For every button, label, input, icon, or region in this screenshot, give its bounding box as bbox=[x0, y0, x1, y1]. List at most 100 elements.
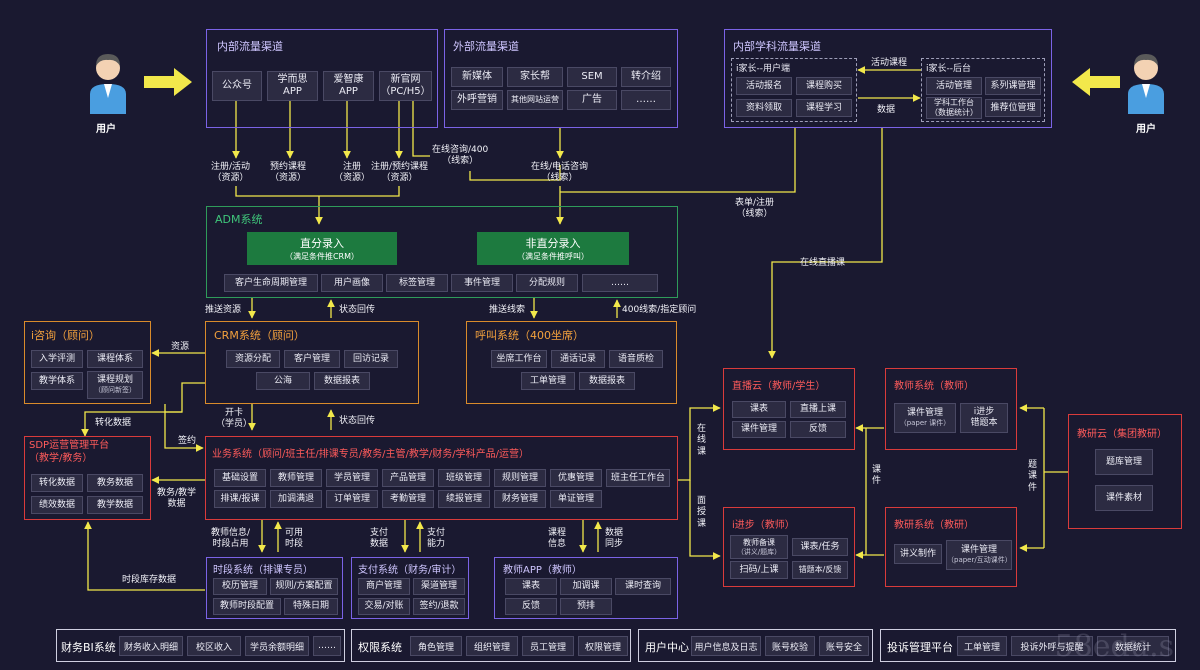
arrow-sign bbox=[164, 404, 204, 452]
arrow-resources-to-adm bbox=[235, 186, 400, 224]
crm-title: CRM系统（顾问） bbox=[214, 329, 305, 342]
sdp-teaching-data: 教学数据 bbox=[87, 496, 143, 514]
research-courseware-sub: （paper/互动课件） bbox=[947, 556, 1012, 565]
ijiazhang-admin-panel: i家长--后台 活动管理 系列课管理 学科工作台 （数据统计） 推荐位管理 bbox=[921, 58, 1045, 122]
permission-title: 权限系统 bbox=[358, 641, 402, 654]
research-cloud-panel: 教研云（集团教研） 题库管理 课件素材 bbox=[1068, 414, 1182, 529]
subject-channels-panel: 内部学科流量渠道 i家长--用户端 活动报名 课程购买 资料领取 课程学习 活动… bbox=[724, 29, 1052, 128]
izixun-teaching-system: 教学体系 bbox=[31, 372, 83, 390]
admin-workbench: 学科工作台 （数据统计） bbox=[926, 97, 982, 119]
ijinbu-title: i进步（教师） bbox=[732, 520, 795, 531]
biz-basic-settings: 基础设置 bbox=[214, 469, 266, 487]
user-avatar-icon bbox=[90, 54, 126, 114]
finance-income-detail: 财务收入明细 bbox=[119, 636, 183, 656]
sdp-panel: SDP运营管理平台 （教学/教务） 转化数据 教务数据 绩效数据 教学数据 bbox=[24, 436, 151, 520]
live-feedback: 反馈 bbox=[790, 421, 846, 438]
pay-system-title: 支付系统（财务/审计） bbox=[358, 565, 462, 576]
user-left-label: 用户 bbox=[96, 124, 116, 135]
ijinbu-lesson-prep-label: 教师备课 bbox=[743, 538, 775, 547]
permission-roles: 角色管理 bbox=[410, 636, 462, 656]
channel-referral: 转介绍 bbox=[621, 67, 671, 87]
subject-channels-title: 内部学科流量渠道 bbox=[733, 40, 821, 53]
permission-staff: 员工管理 bbox=[522, 636, 574, 656]
cloud-question-bank: 题库管理 bbox=[1095, 449, 1153, 475]
research-courseware: 课件管理 （paper/互动课件） bbox=[946, 540, 1012, 570]
call-report: 数据报表 bbox=[579, 372, 635, 390]
label-edu-data: 教务/教学 数据 bbox=[157, 488, 197, 510]
label-online-400: 在线咨询/400 （线索） bbox=[432, 145, 489, 167]
ijiazhang-user-title: i家长--用户端 bbox=[736, 64, 790, 74]
adm-user-profile: 用户画像 bbox=[321, 274, 383, 292]
ijinbu-panel: i进步（教师） 教师备课 （讲义/题库） 课表/任务 扫码/上课 错题本/反馈 bbox=[723, 507, 855, 587]
user-avatar-icon bbox=[1128, 54, 1164, 114]
ijinbu-scan-class: 扫码/上课 bbox=[730, 561, 788, 579]
label-data: 数据 bbox=[877, 105, 896, 115]
adm-direct-sub: （满足条件推CRM） bbox=[284, 252, 360, 261]
adm-event-mgmt: 事件管理 bbox=[451, 274, 513, 292]
time-special-dates: 特殊日期 bbox=[284, 598, 338, 615]
channel-xes-app: 学而思 APP bbox=[267, 71, 318, 101]
research-handout: 讲义制作 bbox=[894, 544, 942, 564]
user-course-purchase: 课程购买 bbox=[796, 77, 852, 95]
biz-rule-mgmt: 规则管理 bbox=[494, 469, 546, 487]
label-status-back-1: 状态回传 bbox=[339, 305, 376, 315]
teacher-ijinbu-label: i进步 bbox=[973, 407, 995, 418]
crm-customer-mgmt: 客户管理 bbox=[284, 350, 340, 368]
complaint-outbound: 投诉外呼与提醒 bbox=[1011, 636, 1093, 656]
teacher-courseware-sub: （paper 课件） bbox=[899, 419, 951, 428]
adm-direct-label: 直分录入 bbox=[300, 237, 344, 250]
label-sign: 签约 bbox=[178, 436, 197, 446]
permission-mgmt: 权限管理 bbox=[578, 636, 628, 656]
biz-attendance: 考勤管理 bbox=[382, 490, 434, 508]
adm-tag-mgmt: 标签管理 bbox=[386, 274, 448, 292]
call-workorder: 工单管理 bbox=[521, 372, 575, 390]
complaint-bar: 投诉管理平台 工单管理 投诉外呼与提醒 数据统计 bbox=[880, 629, 1176, 662]
pay-reconcile: 交易/对账 bbox=[358, 598, 410, 615]
call-records: 通话记录 bbox=[551, 350, 605, 368]
biz-adjust-refund: 加调满退 bbox=[270, 490, 322, 508]
biz-teacher-mgmt: 教师管理 bbox=[270, 469, 322, 487]
finance-campus-income: 校区收入 bbox=[187, 636, 241, 656]
time-system-title: 时段系统（排课专员） bbox=[213, 565, 313, 576]
label-online-course: 在 线 课 bbox=[697, 424, 707, 457]
business-panel: 业务系统（顾问/班主任/排课专员/教务/主管/教学/财务/学科产品/运营） 基础… bbox=[205, 436, 678, 520]
admin-activity: 活动管理 bbox=[926, 77, 982, 95]
user-activity-signup: 活动报名 bbox=[736, 77, 792, 95]
app-feedback: 反馈 bbox=[505, 598, 557, 615]
teacher-courseware-label: 课件管理 bbox=[906, 408, 943, 419]
internal-channels-panel: 内部流量渠道 公众号 学而思 APP 爱智康 APP 新官网 （PC/H5） bbox=[206, 29, 438, 128]
arrow-live-class bbox=[768, 127, 883, 359]
teacher-ijinbu: i进步 错题本 bbox=[960, 403, 1008, 433]
adm-lifecycle: 客户生命周期管理 bbox=[224, 274, 318, 292]
biz-finance: 财务管理 bbox=[494, 490, 546, 508]
teacher-system-title: 教师系统（教师） bbox=[894, 381, 974, 392]
channel-ads: 广告 bbox=[567, 90, 617, 110]
user-center-account-check: 账号校验 bbox=[765, 636, 815, 656]
label-available-time: 可用 时段 bbox=[285, 528, 304, 550]
external-channels-panel: 外部流量渠道 新媒体 家长帮 SEM 转介绍 外呼营销 其他网站运营 广告 …… bbox=[444, 29, 678, 128]
label-online-phone: 在线/电话咨询 （线索） bbox=[531, 162, 589, 184]
biz-scheduling: 排课/报课 bbox=[214, 490, 266, 508]
izixun-entrance-test: 入学评测 bbox=[31, 350, 83, 368]
live-class-start: 直播上课 bbox=[790, 401, 846, 418]
pay-sign-refund: 签约/退款 bbox=[413, 598, 465, 615]
user-right-label: 用户 bbox=[1136, 124, 1156, 135]
adm-distribution: 分配规则 bbox=[516, 274, 578, 292]
channel-izhikang-app: 爱智康 APP bbox=[323, 71, 374, 101]
izixun-course-plan: 课程规划 （顾问新签） bbox=[87, 371, 143, 399]
finance-bi-title: 财务BI系统 bbox=[61, 641, 116, 654]
label-form-reg: 表单/注册 （线索） bbox=[735, 198, 775, 220]
arrow-online-course bbox=[678, 404, 721, 481]
arrow-transform-data bbox=[81, 411, 182, 437]
biz-documents: 单证管理 bbox=[550, 490, 602, 508]
label-status-back-2: 状态回传 bbox=[339, 416, 376, 426]
label-data-sync: 数据 同步 bbox=[605, 528, 624, 550]
channel-more: …… bbox=[621, 90, 671, 110]
call-voice-qc: 语音质检 bbox=[609, 350, 663, 368]
arrow-form-reg bbox=[560, 127, 796, 193]
label-reg-activity: 注册/活动 （资源） bbox=[211, 162, 251, 184]
live-courseware: 课件管理 bbox=[732, 421, 786, 438]
external-channels-title: 外部流量渠道 bbox=[453, 40, 519, 53]
